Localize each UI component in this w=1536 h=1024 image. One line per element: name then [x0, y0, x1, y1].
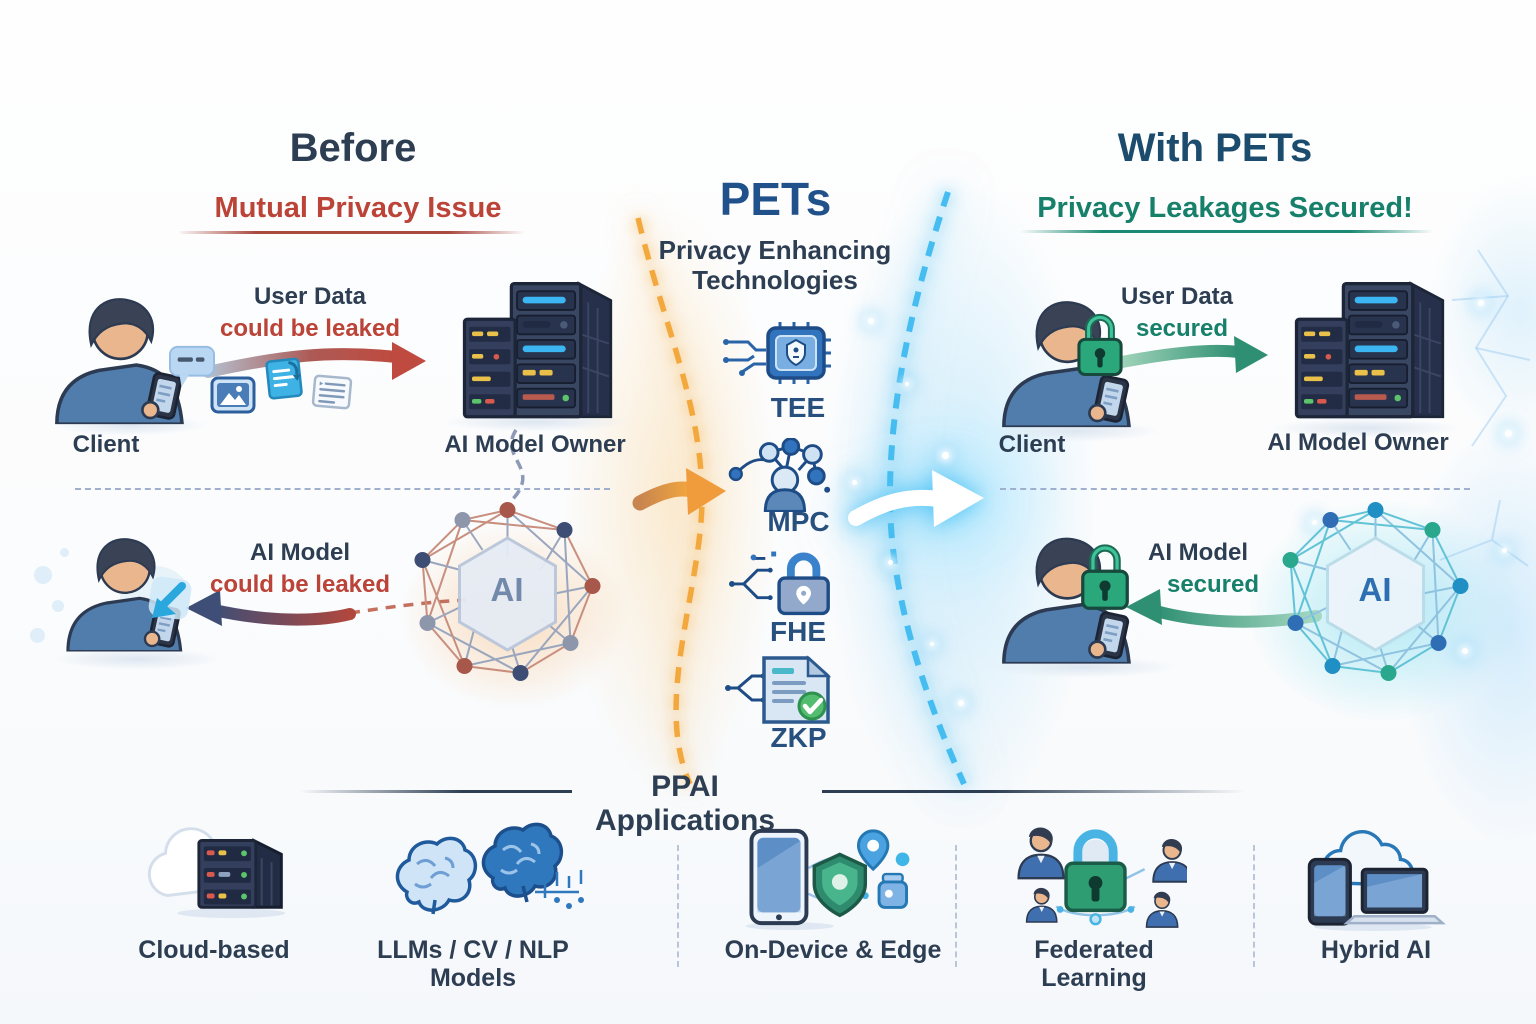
federated-learning-label: Federated Learning [1034, 936, 1154, 992]
cloud-server-icon [147, 827, 286, 919]
hybrid-ai-label: Hybrid AI [1320, 936, 1432, 964]
document-icon [311, 374, 353, 410]
sparkle [1462, 648, 1468, 654]
left-section-divider [75, 488, 610, 490]
pets-subtitle-line2: Technologies [692, 265, 858, 295]
on-device-edge-icon [745, 828, 910, 931]
llm-cv-nlp-label: LLMs / CV / NLP Models [377, 936, 569, 992]
bubble-decor [30, 628, 45, 643]
before-title: Before [289, 126, 417, 170]
ai-server-illustration [438, 278, 626, 428]
ai-model-owner-label: AI Model Owner [444, 431, 626, 458]
sparkle [930, 642, 934, 646]
with-pets-subtitle: Privacy Leakages Secured! [1037, 192, 1413, 224]
sparkle [1505, 430, 1512, 437]
bottom-divider [677, 845, 679, 967]
ai-badge: AI [490, 571, 524, 608]
sparkle [852, 480, 857, 485]
client-label: Client [998, 431, 1066, 458]
fhe-label: FHE [770, 616, 826, 647]
cloud-based-label: Cloud-based [138, 936, 290, 964]
bubble-decor [52, 600, 64, 612]
ground-shadow [1268, 418, 1463, 438]
could-be-leaked-label: could be leaked [219, 315, 401, 342]
mpc-network-icon [728, 438, 831, 512]
user-data-label: User Data [253, 283, 367, 310]
bubble-decor [34, 566, 52, 584]
sparkle [1478, 300, 1484, 306]
tee-chip-icon [723, 322, 831, 384]
sparkle [868, 318, 874, 324]
sparkle [942, 452, 949, 459]
ai-server-illustration [1268, 278, 1460, 428]
with-pets-title: With PETs [1117, 126, 1313, 170]
federated-learning-icon [1017, 826, 1187, 928]
ppai-rule-right [822, 790, 1245, 793]
with-pets-subtitle-underline [1020, 230, 1433, 233]
mpc-label: MPC [767, 506, 830, 537]
pets-subtitle-line1: Privacy Enhancing [658, 235, 892, 265]
secured-label: secured [1135, 315, 1229, 342]
right-section-divider [1000, 488, 1470, 490]
zkp-proof-icon [725, 655, 832, 724]
ppai-rule-left [300, 790, 572, 793]
sparkle [1312, 520, 1317, 525]
bottom-divider [1253, 845, 1255, 967]
fhe-lock-icon [728, 551, 830, 616]
ai-model-owner-label: AI Model Owner [1267, 429, 1449, 456]
could-be-leaked-label: could be leaked [209, 571, 391, 598]
chat-bubble-icon [169, 345, 215, 388]
zkp-label: ZKP [770, 722, 827, 753]
ai-model-label: AI Model [1148, 539, 1248, 566]
llm-brains-icon [395, 822, 584, 915]
secured-label: secured [1166, 571, 1260, 598]
user-data-label: User Data [1120, 283, 1234, 310]
sparkle [1502, 548, 1507, 553]
document-sync-icon [265, 357, 303, 400]
photo-icon [210, 376, 256, 414]
bubble-decor [60, 548, 69, 557]
bottom-divider [955, 845, 957, 967]
tee-label: TEE [770, 392, 826, 423]
ai-badge: AI [1358, 571, 1392, 608]
before-subtitle-underline [180, 231, 525, 234]
on-device-edge-label: On-Device & Edge [724, 936, 942, 964]
ground-shadow [52, 648, 222, 670]
ppai-title: PPAI Applications [594, 770, 775, 837]
sparkle [958, 700, 964, 706]
pets-title: PETs [719, 173, 832, 225]
sparkle [905, 382, 909, 386]
ai-model-label: AI Model [250, 539, 350, 566]
hybrid-ai-icon [1307, 830, 1446, 931]
constellation-decor [1439, 249, 1531, 567]
receive-arrow-icon [148, 576, 192, 620]
before-subtitle: Mutual Privacy Issue [214, 192, 502, 224]
client-label: Client [72, 431, 140, 458]
sparkle [888, 560, 893, 565]
